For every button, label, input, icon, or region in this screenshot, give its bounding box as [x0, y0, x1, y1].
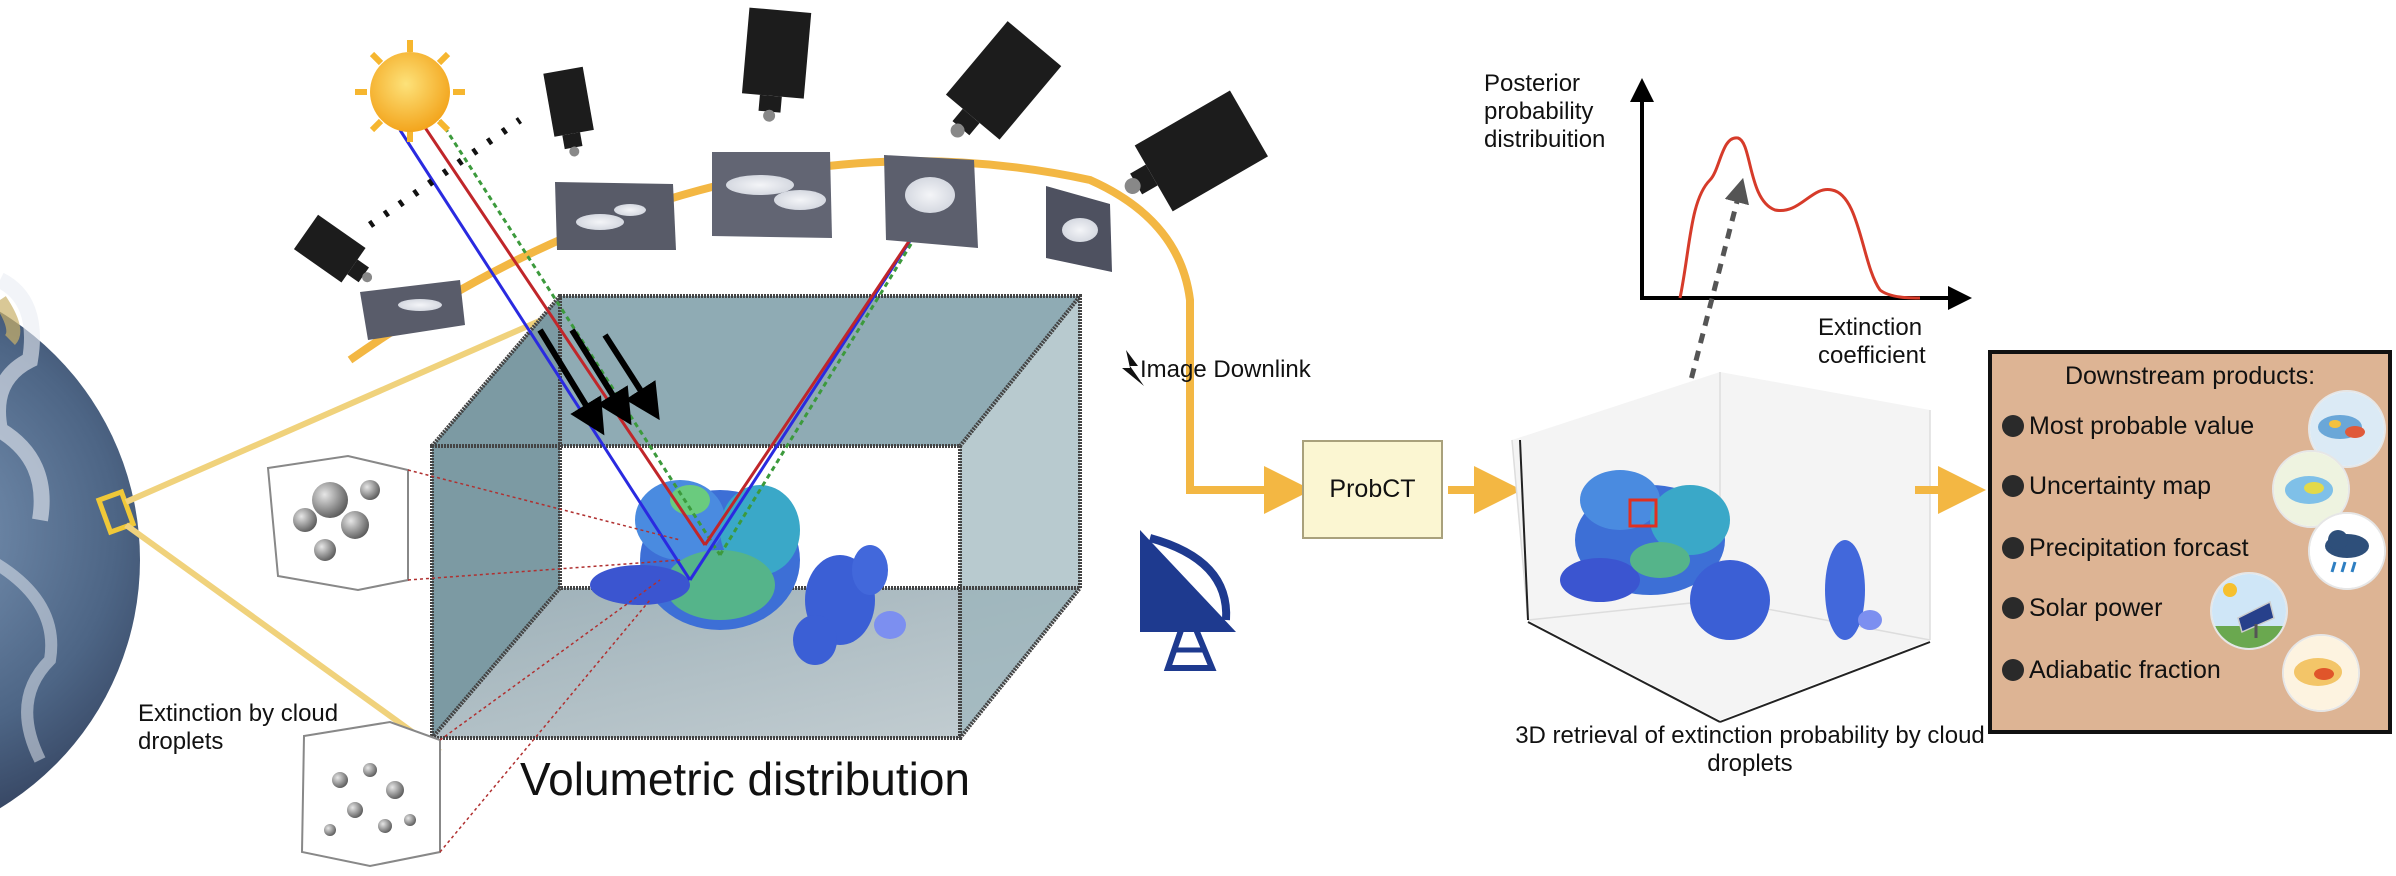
satellite-3-camera-icon: [741, 7, 812, 122]
posterior-axis-label: Posterior probability distribuition: [1484, 70, 1606, 153]
earth-globe: [0, 272, 140, 809]
extinction-droplets-label: Extinction by cloud droplets: [138, 700, 339, 755]
posterior-curve: [1678, 136, 1921, 300]
product-label: Adiabatic fraction: [2029, 655, 2221, 684]
rain-cloud-icon: [2308, 512, 2386, 590]
product-item: Solar power: [2002, 588, 2162, 628]
bullet-icon: [2002, 659, 2024, 681]
adiabatic-map-thumbnail: [2282, 634, 2360, 712]
satellite-1-camera-icon: [293, 214, 373, 283]
probct-box: ProbCT: [1302, 440, 1443, 539]
product-label: Uncertainty map: [2029, 471, 2212, 500]
sun-icon: [355, 40, 465, 142]
bullet-icon: [2002, 475, 2024, 497]
satellite-2-camera-icon: [543, 66, 594, 157]
retrieval-caption: 3D retrieval of extinction probability b…: [1515, 722, 1985, 777]
satellite-path-dots: [367, 117, 523, 228]
product-item: Most probable value: [2002, 406, 2254, 446]
satellite-dish-icon: [1140, 530, 1236, 671]
product-label: Solar power: [2029, 593, 2163, 622]
products-title: Downstream products:: [2064, 362, 2316, 390]
bullet-icon: [2002, 537, 2024, 559]
light-rays: [398, 119, 934, 581]
solar-panel-icon: [2210, 572, 2288, 650]
product-label: Most probable value: [2029, 411, 2255, 440]
zoom-lines: [124, 309, 562, 755]
downstream-products-panel: Downstream products: Most probable value…: [1988, 350, 2392, 734]
product-item: Precipitation forcast: [2002, 528, 2249, 568]
retrieval-3d-plot: [1511, 372, 1931, 723]
lightning-icon: [1122, 350, 1144, 386]
extinction-coefficient-axis-label: Extinction coefficient: [1818, 314, 1926, 369]
satellite-5-camera-icon: [1124, 90, 1268, 212]
image-downlink-label: Image Downlink: [1140, 356, 1311, 383]
droplet-cube-top: [266, 454, 409, 592]
bullet-icon: [2002, 415, 2024, 437]
product-item: Adiabatic fraction: [2002, 650, 2221, 690]
volumetric-cloud: [590, 480, 906, 665]
cube-leader-lines: [407, 469, 681, 853]
captured-images: [360, 152, 1112, 340]
product-label: Precipitation forcast: [2029, 533, 2249, 562]
product-item: Uncertainty map: [2002, 466, 2211, 506]
bullet-icon: [2002, 597, 2024, 619]
posterior-plot: [1630, 78, 1972, 501]
satellite-4-camera-icon: [945, 21, 1062, 140]
volumetric-distribution-title: Volumetric distribution: [520, 753, 970, 805]
